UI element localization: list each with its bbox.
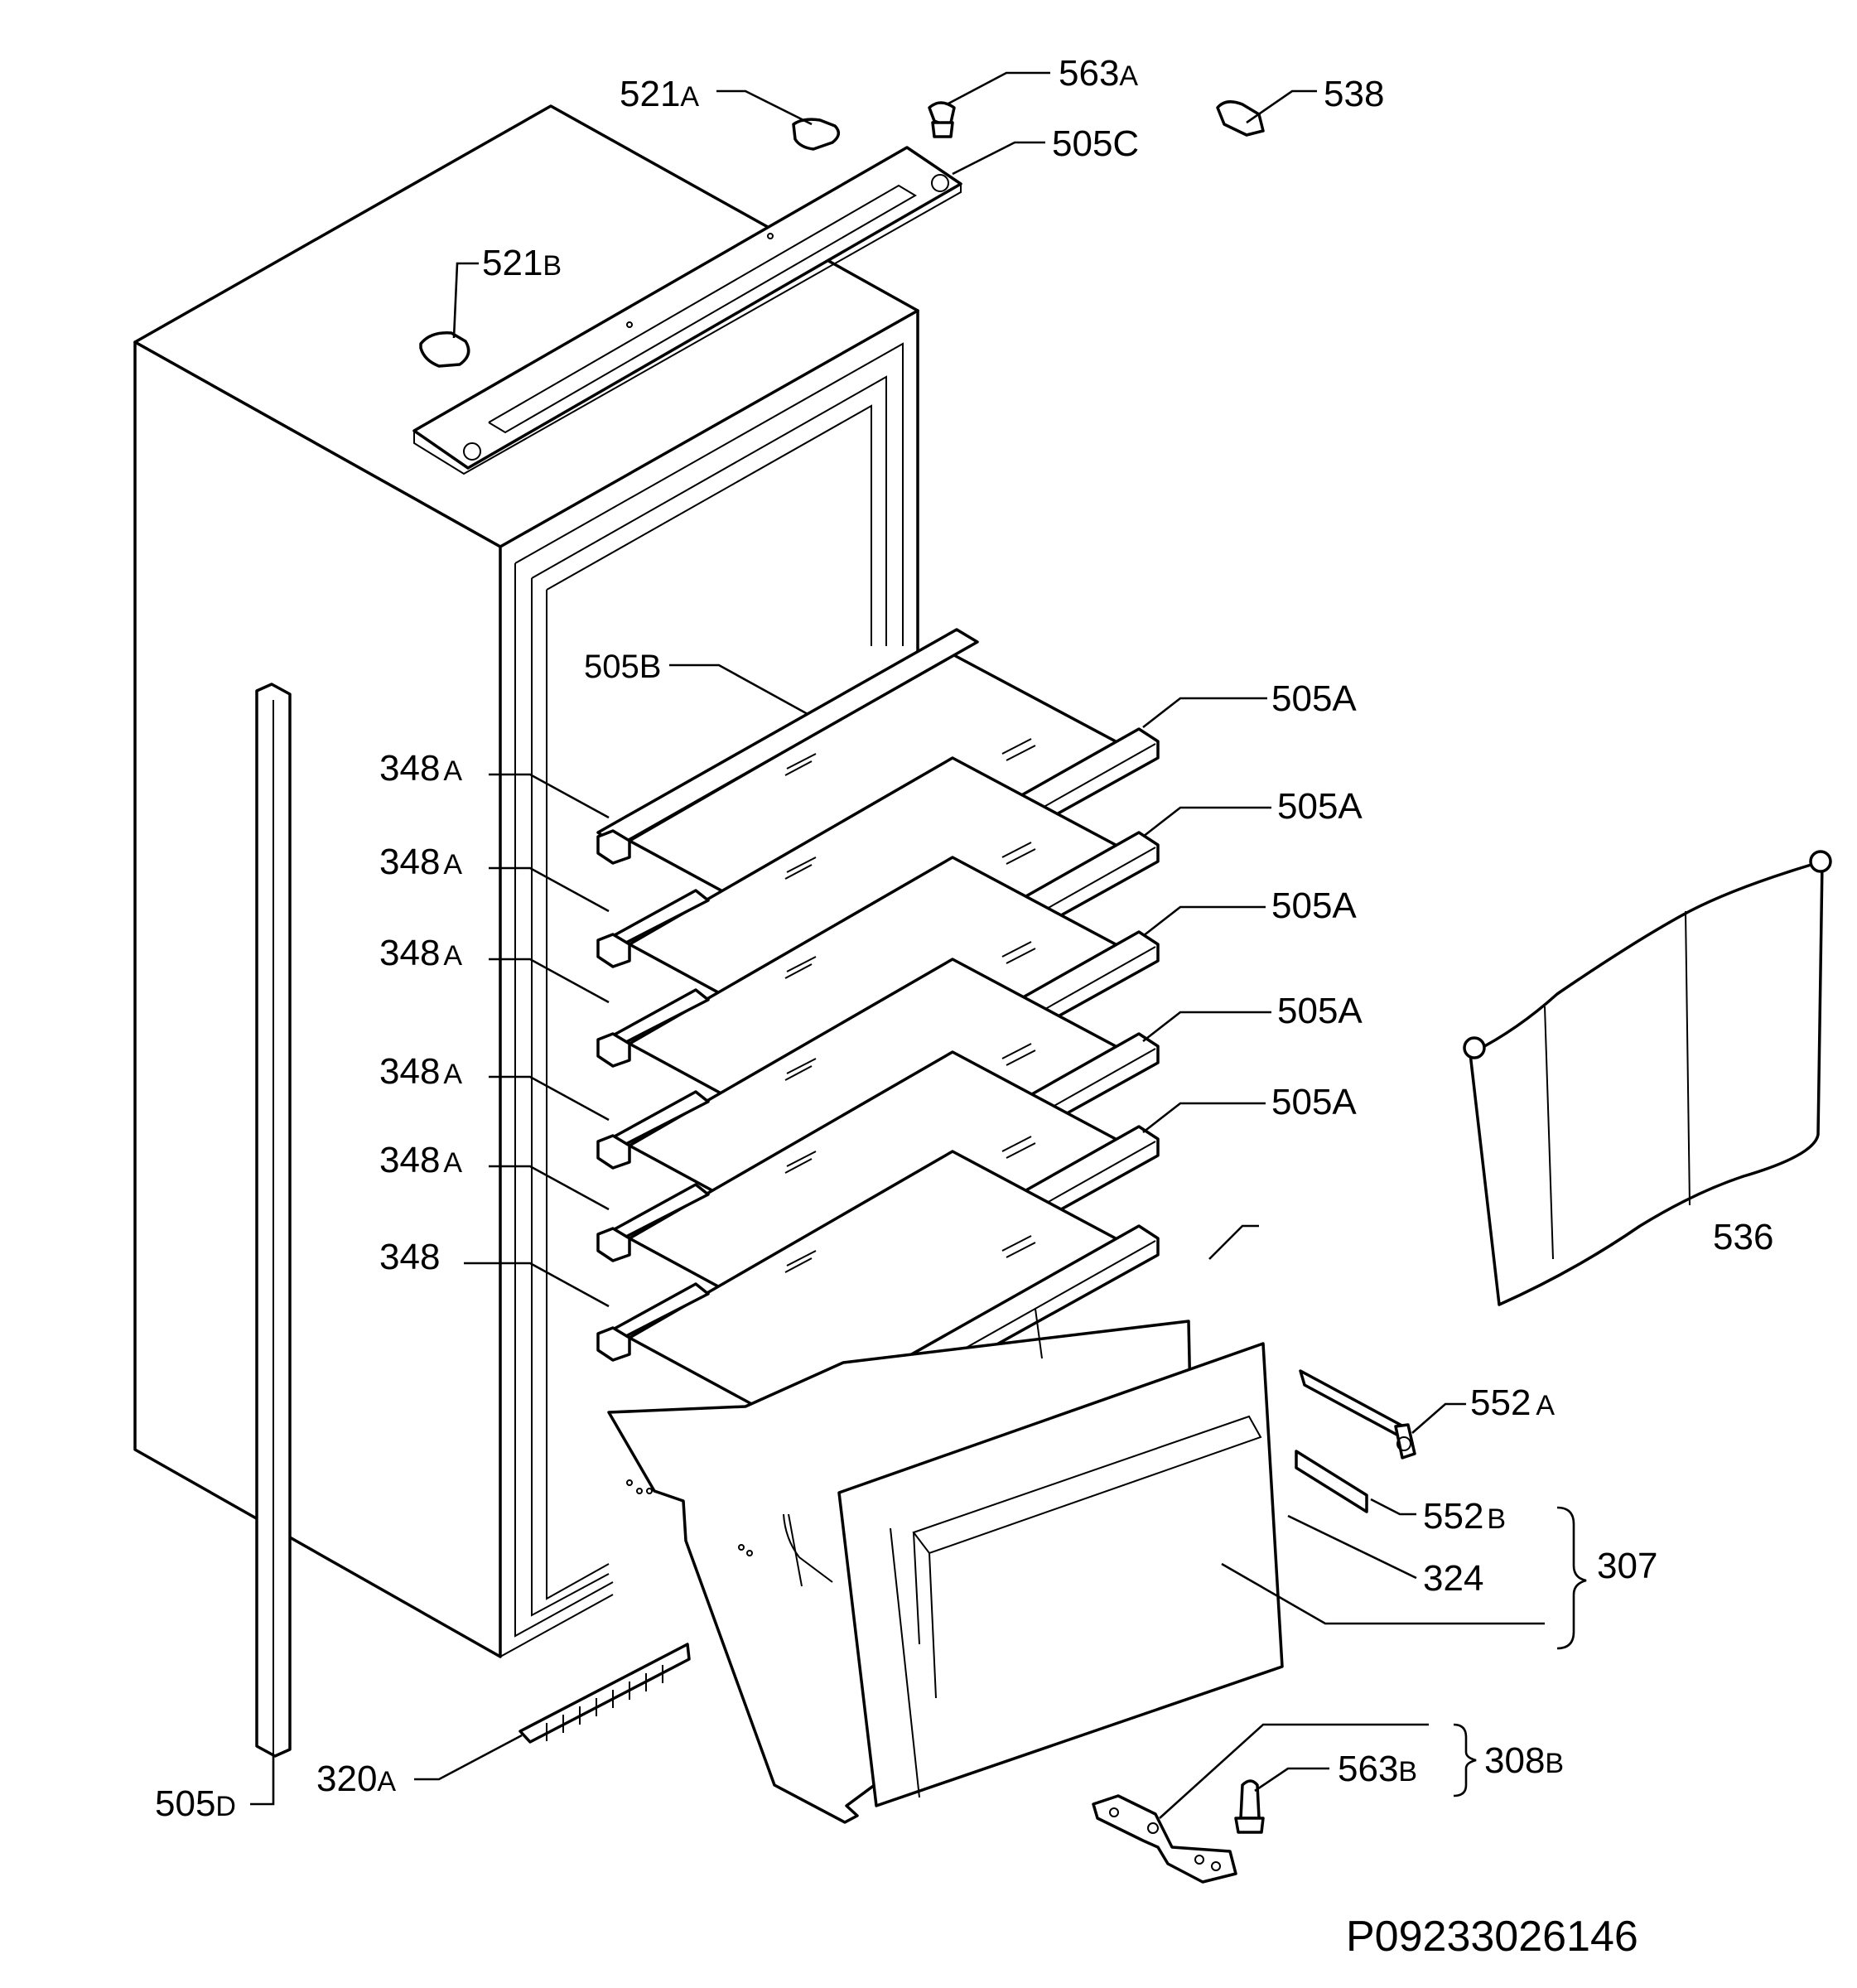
leader-348 bbox=[489, 866, 610, 913]
glass-reflection bbox=[784, 963, 813, 979]
cap-521b bbox=[419, 331, 470, 368]
leader-505a bbox=[1142, 1011, 1271, 1043]
glass-reflection bbox=[784, 760, 813, 776]
leader-lines bbox=[250, 71, 1587, 1819]
hinge-pin-563a bbox=[928, 101, 956, 138]
label-505a-3: 505A bbox=[1271, 885, 1357, 926]
glass-reflection bbox=[1001, 1043, 1032, 1059]
glass-reflection bbox=[1001, 1136, 1032, 1152]
glass-reflection bbox=[784, 1065, 813, 1081]
grille-320a bbox=[519, 1643, 691, 1744]
shelf-left-trim bbox=[596, 829, 631, 865]
crisper-drawer-324 bbox=[607, 1308, 1284, 1824]
glass-reflection bbox=[786, 1250, 817, 1267]
label-320a: 320A bbox=[316, 1759, 396, 1799]
label-505a-5: 505A bbox=[1271, 1082, 1357, 1122]
label-307: 307 bbox=[1597, 1546, 1657, 1586]
hinge-308b bbox=[1092, 1794, 1237, 1884]
rail-552b bbox=[1295, 1450, 1368, 1513]
leader-505a bbox=[1142, 905, 1266, 938]
glass-reflection bbox=[1006, 848, 1036, 865]
label-536: 536 bbox=[1713, 1217, 1773, 1257]
label-505a-4: 505A bbox=[1277, 991, 1363, 1031]
leader-348 bbox=[489, 773, 610, 819]
label-521a: 521A bbox=[620, 74, 699, 114]
glass-reflection bbox=[784, 1257, 813, 1273]
labels: 521A 563A 538 505C 521B 505B 505A 505A 5… bbox=[155, 53, 1773, 1961]
glass-reflection bbox=[1006, 948, 1036, 964]
glass-reflection bbox=[1001, 738, 1032, 755]
cap-521a bbox=[792, 118, 841, 151]
shelf-left-trim bbox=[596, 933, 631, 968]
label-348: 348 bbox=[379, 1237, 440, 1277]
glass-reflection bbox=[1001, 842, 1032, 858]
label-505b: 505B bbox=[584, 649, 661, 685]
label-563b: 563B bbox=[1338, 1749, 1417, 1789]
top-rail-505c bbox=[412, 146, 962, 475]
cabinet bbox=[133, 104, 919, 1658]
shelf-left-trim bbox=[596, 1032, 631, 1068]
label-505a-1: 505A bbox=[1271, 678, 1357, 719]
glass-reflection bbox=[1006, 1242, 1036, 1258]
glass-reflection bbox=[784, 1158, 813, 1174]
label-505d: 505D bbox=[155, 1783, 236, 1824]
glass-reflection bbox=[786, 753, 817, 770]
door-shelf-536 bbox=[1463, 850, 1832, 1306]
leader-348 bbox=[489, 958, 610, 1004]
glass-reflection bbox=[1001, 941, 1032, 958]
glass-reflection bbox=[786, 856, 817, 873]
shelf-left-trim bbox=[596, 1227, 631, 1262]
glass-reflection bbox=[784, 864, 813, 880]
hinge-538 bbox=[1216, 100, 1265, 137]
leader-348 bbox=[464, 1262, 610, 1308]
leader-348 bbox=[489, 1165, 610, 1211]
drawing-code: P09233026146 bbox=[1346, 1913, 1638, 1961]
label-308b: 308B bbox=[1484, 1740, 1564, 1781]
glass-reflection bbox=[1001, 1235, 1032, 1252]
leader-348 bbox=[489, 1075, 610, 1122]
glass-reflection bbox=[786, 1151, 817, 1167]
shelf-left-trim bbox=[596, 1134, 631, 1170]
door-bar-505d bbox=[255, 683, 292, 1758]
rail-552a bbox=[1299, 1369, 1416, 1460]
leader-505a bbox=[1142, 806, 1271, 838]
label-538: 538 bbox=[1324, 74, 1384, 114]
label-324: 324 bbox=[1423, 1558, 1483, 1599]
label-563a: 563A bbox=[1059, 53, 1138, 94]
glass-reflection bbox=[1006, 1142, 1036, 1159]
leader-505a bbox=[1142, 1102, 1266, 1134]
glass-reflection bbox=[786, 956, 817, 972]
shelf-left-trim bbox=[596, 1326, 631, 1362]
glass-reflection bbox=[1006, 1049, 1036, 1066]
label-505a-2: 505A bbox=[1277, 786, 1363, 827]
leader-505a bbox=[1142, 697, 1267, 729]
glass-reflection bbox=[1006, 745, 1036, 761]
shelves bbox=[596, 628, 1160, 1451]
label-505c: 505C bbox=[1052, 123, 1139, 164]
label-521b: 521B bbox=[482, 243, 562, 283]
glass-reflection bbox=[786, 1058, 817, 1074]
